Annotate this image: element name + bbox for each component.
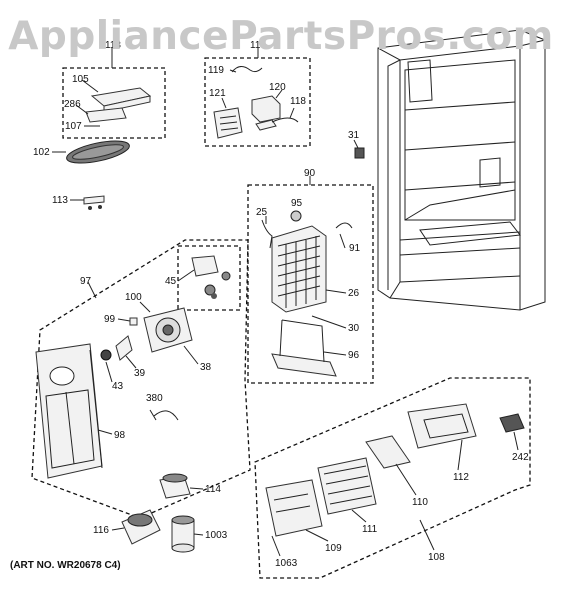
label-116: 116	[93, 525, 109, 536]
label-380: 380	[146, 393, 163, 404]
part-120-box	[251, 95, 281, 123]
label-100: 100	[125, 292, 142, 303]
label-99: 99	[104, 314, 116, 325]
label-111: 111	[362, 524, 378, 535]
label-119: 119	[208, 65, 224, 76]
group-45-box	[177, 245, 241, 311]
part-109-panel	[265, 479, 323, 537]
leader-lines	[97, 69, 519, 557]
label-98: 98	[114, 430, 126, 441]
part-286-filter-media	[85, 107, 127, 123]
label-90: 90	[304, 168, 316, 179]
group-113-box	[62, 67, 166, 139]
part-116-cap	[121, 509, 161, 545]
part-labels: 113 117 119 120 121 118 105 286 107 102 …	[33, 40, 529, 569]
part-26-evaporator	[271, 225, 327, 313]
part-121-fan-housing	[213, 107, 243, 139]
label-95: 95	[291, 198, 303, 209]
part-1003-filter	[171, 515, 195, 553]
label-45: 45	[165, 276, 177, 287]
label-43: 43	[112, 381, 124, 392]
label-96: 96	[348, 350, 360, 361]
label-25: 25	[256, 207, 268, 218]
label-105: 105	[72, 74, 89, 85]
part-95-defrost-clip	[290, 210, 302, 222]
label-114: 114	[205, 484, 221, 495]
part-45-motor-mount	[191, 255, 231, 299]
label-118: 118	[290, 96, 306, 107]
part-98-evaporator-cover	[35, 343, 103, 479]
label-107: 107	[65, 121, 82, 132]
label-121: 121	[209, 88, 226, 99]
label-120: 120	[269, 82, 286, 93]
label-117: 117	[250, 40, 266, 51]
label-26: 26	[348, 288, 360, 299]
label-242: 242	[512, 452, 529, 463]
group-97-box	[31, 239, 251, 519]
label-113-bracket: 113	[52, 195, 68, 206]
part-113-bracket	[83, 195, 105, 210]
label-1003: 1003	[205, 530, 228, 541]
label-108: 108	[428, 552, 445, 563]
part-99-clip	[129, 317, 138, 326]
part-43-grommet	[100, 349, 112, 361]
label-102: 102	[33, 147, 50, 158]
label-112: 112	[453, 472, 469, 483]
group-108-box	[254, 377, 531, 579]
part-111-heater	[317, 457, 377, 515]
label-1063: 1063	[275, 558, 298, 569]
label-286: 286	[64, 99, 81, 110]
part-110-tube	[365, 435, 411, 469]
part-114-housing	[159, 473, 191, 499]
label-113-top: 113	[105, 40, 121, 51]
art-number: (ART NO. WR20678 C4)	[10, 560, 121, 571]
group-90-box	[247, 184, 374, 384]
label-31: 31	[348, 130, 360, 141]
part-102-cover	[66, 140, 130, 164]
label-110: 110	[412, 497, 428, 508]
part-242-connector	[499, 413, 525, 433]
label-38: 38	[200, 362, 212, 373]
label-30: 30	[348, 323, 360, 334]
part-96-drain-pan	[271, 319, 337, 377]
part-112-bracket	[407, 403, 477, 449]
label-109: 109	[325, 543, 342, 554]
part-118-sensor	[255, 117, 299, 131]
watermark: AppliancePartsPros.com	[8, 14, 554, 59]
refrigerator-cabinet	[354, 29, 546, 311]
part-39-fan-blade	[115, 335, 133, 361]
part-105-housing	[90, 87, 152, 113]
label-91: 91	[349, 243, 361, 254]
label-97: 97	[80, 276, 92, 287]
part-38-fan-shroud	[143, 307, 193, 353]
label-39: 39	[134, 368, 146, 379]
